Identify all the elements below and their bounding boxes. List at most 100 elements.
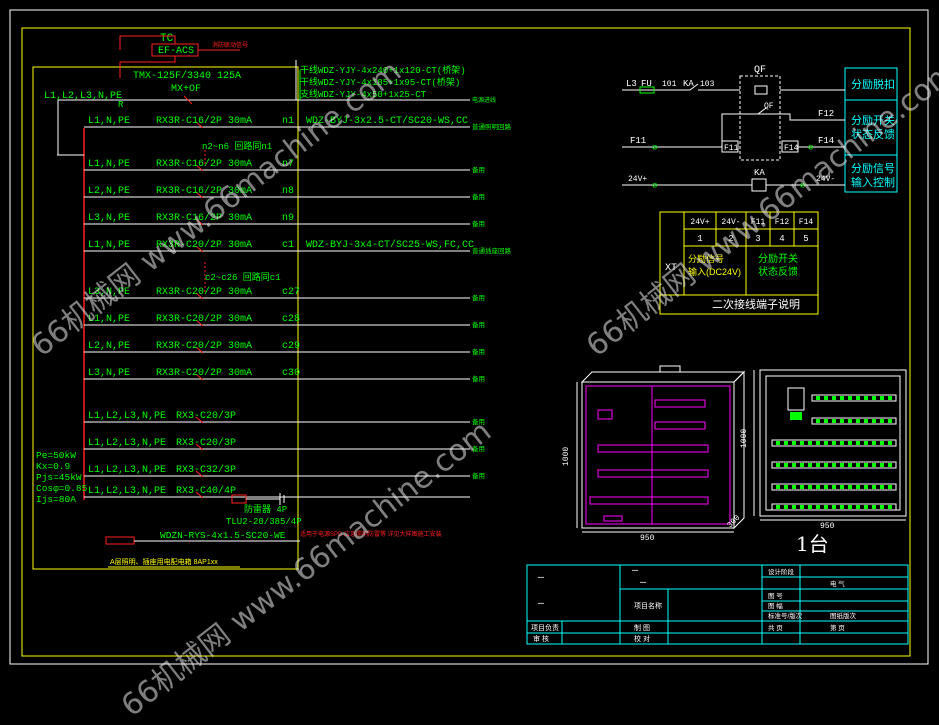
int-breaker [880, 441, 884, 445]
int-rail [811, 417, 897, 425]
int-breaker [776, 485, 780, 489]
n101: 101 [662, 80, 677, 89]
qf2-label: QF [764, 102, 774, 111]
inner-frame [21, 27, 911, 657]
int-breaker [816, 419, 820, 423]
tc-link [119, 56, 176, 78]
cab-foot [603, 515, 623, 522]
ka-coil [751, 178, 767, 192]
incoming-down [57, 100, 84, 156]
int-breaker [824, 485, 828, 489]
int-breaker [856, 419, 860, 423]
branch-phase: L1,N,PE [88, 116, 130, 127]
branch-use: 备用 [472, 320, 485, 329]
int-breaker [840, 419, 844, 423]
branch-phase: L1,N,PE [88, 240, 130, 251]
int-breaker [872, 485, 876, 489]
stat-pjs: Pjs=45kW [36, 472, 82, 483]
cab-label-plate [597, 409, 613, 420]
terminal-input: 分励信号输入(DC24V) [688, 253, 741, 277]
ctrl-box2: 分励开关状态反馈 [851, 113, 895, 141]
tb-c1: — [537, 573, 545, 584]
branch-phase: L1,N,PE [88, 159, 130, 170]
incoming-cable-1: 干线WDZ-YJY-4x240+1x120-CT(桥架) [300, 64, 466, 76]
int-rail [771, 483, 897, 491]
breaker-mark [195, 292, 204, 300]
schematic-box [32, 66, 299, 570]
tb-c2: — [537, 599, 545, 610]
tb-right-key: 共 页 [768, 623, 783, 632]
load-stats: Pe=50kW Kx=0.9 Pjs=45kW Cosφ=0.85 Ijs=80… [36, 450, 88, 505]
tb-r2a: 审 核 [533, 634, 549, 643]
terminal-mark1: ⊘ [652, 143, 657, 153]
int-breaker [864, 505, 868, 509]
f14b-label: F14 [784, 144, 799, 153]
r-label: R [118, 100, 124, 110]
branch-breaker: RX3-C20/3P [176, 437, 236, 449]
terminal-num: 5 [803, 234, 808, 244]
breaker-mark [195, 470, 204, 478]
qf-box [739, 75, 781, 161]
branch-use: 备用 [472, 444, 485, 453]
xt-label: XT [665, 263, 677, 274]
int-breaker [840, 396, 844, 400]
branch-phase: L1,L2,L3,N,PE [88, 486, 166, 497]
f11-label: F11 [630, 136, 646, 146]
bottom-cable: WDZN-RYS-4x1.5-SC20-WE [160, 530, 286, 541]
int-breaker [832, 485, 836, 489]
rail2 [597, 469, 709, 478]
tb-right-val: 电 气 [830, 579, 845, 588]
branch-phase: L2,N,PE [88, 341, 130, 352]
int-breaker [832, 419, 836, 423]
stat-kx: Kx=0.9 [36, 461, 71, 472]
int-breaker [816, 463, 820, 467]
breaker-mark [195, 218, 204, 226]
breaker-mark [195, 443, 204, 451]
ka-contact [689, 83, 699, 91]
cabinet-front-view: 950 1000 300 [562, 365, 746, 543]
int-rail [771, 503, 897, 511]
branch-use: 备用 [472, 471, 485, 480]
cabinet-count: 1台 [796, 532, 829, 556]
dim-h1: 1000 [562, 447, 571, 466]
int-breaker [832, 396, 836, 400]
int-main-breaker [787, 387, 805, 411]
breaker-mark [195, 373, 204, 381]
int-breaker [808, 485, 812, 489]
branch-breaker: RX3R-C20/2P 30mA [156, 286, 252, 298]
int-breaker [832, 441, 836, 445]
breaker-mark [195, 191, 204, 199]
int-breaker [872, 505, 876, 509]
cab-front [581, 381, 735, 529]
terminal-mark4: ⊘ [800, 181, 805, 191]
int-breaker [848, 396, 852, 400]
branch-breaker: RX3-C40/4P [176, 485, 236, 497]
int-breaker [888, 505, 892, 509]
int-breaker [808, 441, 812, 445]
tc-link2 [119, 35, 176, 50]
branch-use: 备用 [472, 374, 485, 383]
int-breaker [880, 396, 884, 400]
qf-label: QF [754, 65, 766, 76]
int-breaker [880, 463, 884, 467]
int-breaker [824, 505, 828, 509]
f14-label: F14 [818, 136, 834, 146]
branch-id: n8 [282, 186, 294, 197]
cab-inner [585, 385, 731, 525]
breaker-mark [195, 346, 204, 354]
int-breaker [848, 463, 852, 467]
int-meter [790, 412, 802, 420]
branch-breaker: RX3R-C16/2P 30mA [156, 212, 252, 224]
tb-r2b: 校 对 [634, 634, 650, 643]
terminal-mark3: ⊘ [652, 181, 657, 191]
mxof-label: MX+OF [171, 84, 201, 95]
stat-cos: Cosφ=0.85 [36, 483, 88, 494]
f12-label: F12 [818, 109, 834, 119]
terminal-head: 24V- [721, 218, 740, 227]
